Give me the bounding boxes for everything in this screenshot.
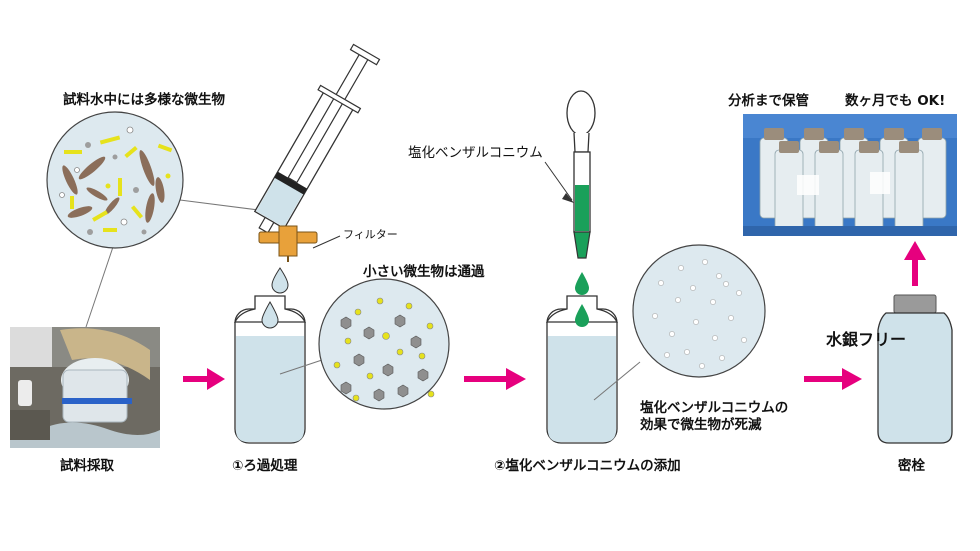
step-sampling-label: 試料採取 <box>60 458 114 474</box>
process-arrow <box>804 368 862 390</box>
small-microbes-pass-label: 小さい微生物は通過 <box>363 264 485 280</box>
upward-arrow <box>904 241 926 286</box>
sample-water-label: 試料水中には多様な微生物 <box>63 92 225 108</box>
filtered-microbe-circle <box>318 278 450 410</box>
bottle-filtered <box>233 295 307 444</box>
mercury-free-label: 水銀フリー <box>826 330 907 349</box>
process-arrow <box>183 368 225 390</box>
connector-line <box>279 359 323 375</box>
syringe-filter <box>258 225 318 262</box>
step-seal-label: 密栓 <box>898 458 925 474</box>
pipette <box>566 90 596 259</box>
sample-microbe-circle <box>46 111 184 249</box>
step2-label: ②塩化ベンザルコニウムの添加 <box>494 458 681 474</box>
filter-pointer-line <box>312 235 341 249</box>
reagent-label: 塩化ベンザルコニウム <box>408 145 543 161</box>
months-ok-label: 数ヶ月でも OK! <box>845 93 946 109</box>
storage-label: 分析まで保管 <box>728 93 809 109</box>
step1-label: ①ろ過処理 <box>232 458 298 474</box>
reagent-pointer-arrowhead <box>562 193 574 203</box>
effect-line2: 効果で微生物が死滅 <box>640 417 762 433</box>
process-arrow <box>464 368 526 390</box>
sealed-bottle <box>877 294 953 444</box>
filter-label: フィルター <box>343 228 398 241</box>
connector-line <box>85 240 116 328</box>
dead-microbe-circle <box>632 244 766 378</box>
reagent-drop <box>575 272 589 295</box>
vials-photo <box>743 114 957 236</box>
syringe <box>253 43 381 234</box>
water-drop <box>271 267 289 294</box>
reagent-pointer-line <box>544 161 573 201</box>
connector-line <box>593 361 641 401</box>
bottle-with-reagent <box>545 295 619 444</box>
effect-line1: 塩化ベンザルコニウムの <box>640 400 789 416</box>
sampling-photo <box>10 327 160 448</box>
